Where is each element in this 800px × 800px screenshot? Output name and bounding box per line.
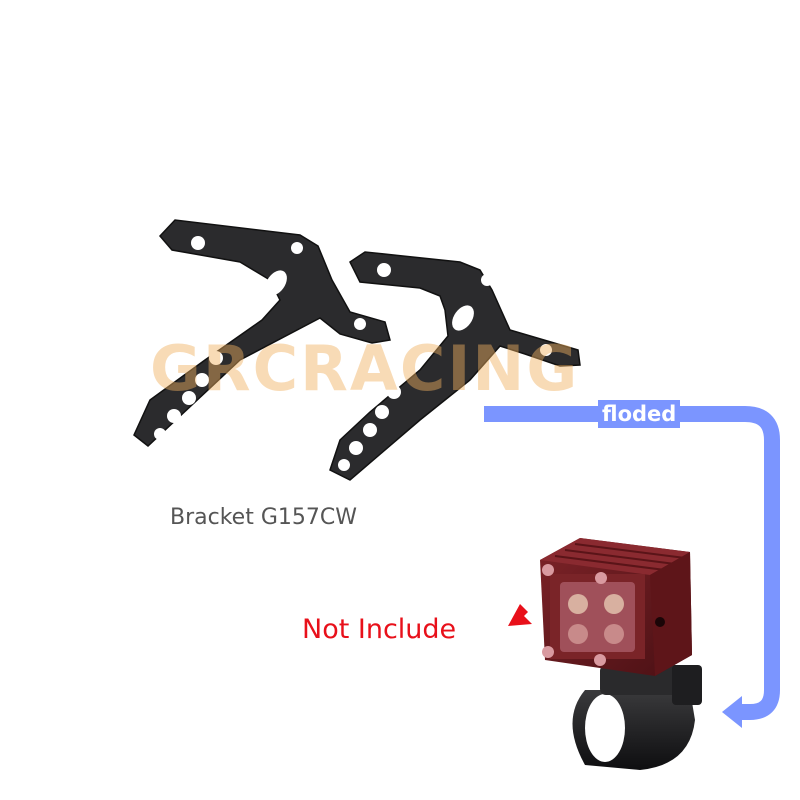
product-caption: Bracket G157CW: [170, 505, 357, 530]
red-arrow-icon: [508, 604, 532, 626]
bracket-left: [133, 219, 391, 447]
led-light: [540, 538, 702, 770]
bracket-right: [329, 251, 581, 481]
fold-label: floded: [598, 400, 681, 428]
not-include-note: Not Include: [302, 614, 457, 645]
watermark: GRCRACING: [150, 332, 580, 405]
blue-fold-arrow-icon: [484, 406, 780, 728]
